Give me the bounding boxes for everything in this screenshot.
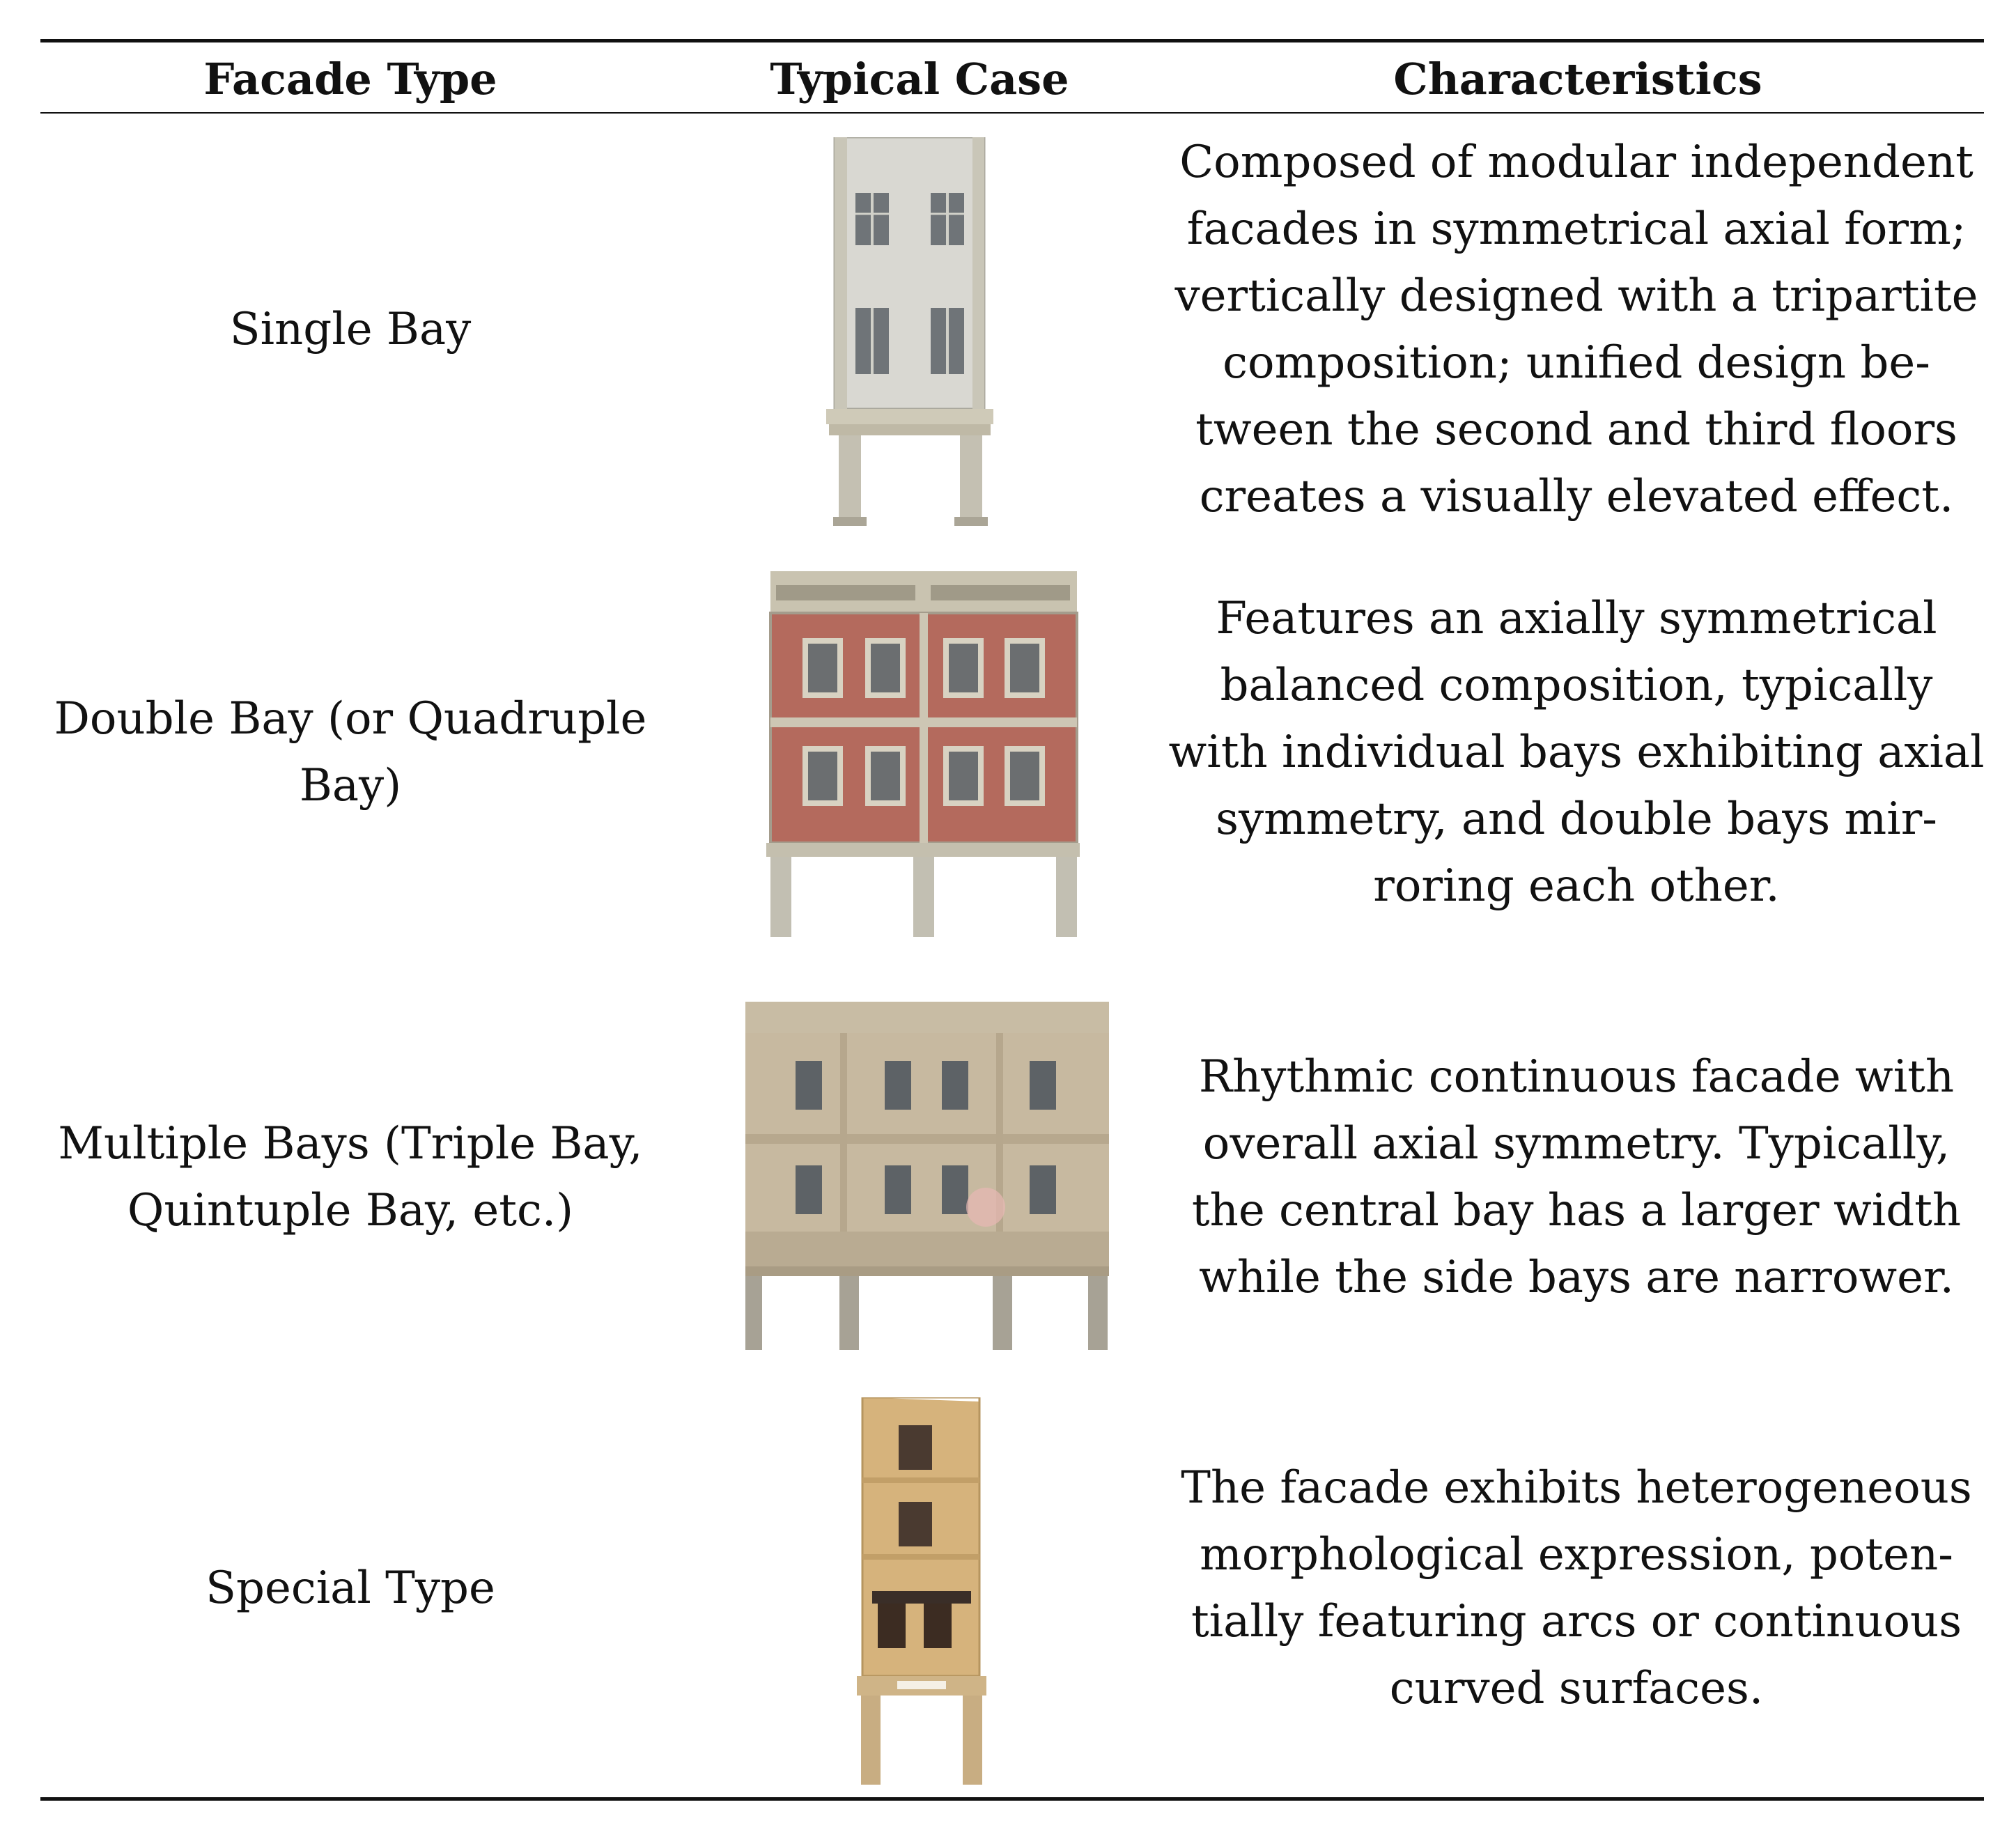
header-facade-type: Facade Type	[203, 54, 497, 104]
multiple-bays-facade-photo	[745, 1002, 1109, 1350]
characteristics-line: Rhythmic continuous facade with	[1198, 1051, 1955, 1103]
facade-type-line: Bay)	[299, 760, 402, 812]
table-row-single-bay: Single Bay Composed of	[40, 129, 1984, 529]
facade-type-cell: Double Bay (or Quadruple Bay)	[40, 557, 660, 947]
characteristics-line: while the side bays are narrower.	[1199, 1252, 1954, 1303]
characteristics-cell: The facade exhibits heterogeneous morpho…	[1169, 1386, 1984, 1790]
facade-type-line: Double Bay (or Quadruple	[54, 693, 647, 745]
characteristics-line: overall axial symmetry. Typically,	[1202, 1118, 1951, 1170]
double-bay-facade-photo	[763, 571, 1083, 940]
characteristics-line: creates a visually elevated effect.	[1199, 470, 1954, 522]
characteristics-line: The facade exhibits heterogeneous	[1181, 1462, 1972, 1514]
facade-type-cell: Single Bay	[40, 129, 660, 529]
characteristics-line: tially featuring arcs or continuous	[1191, 1596, 1962, 1647]
characteristics-line: Composed of modular independent	[1179, 136, 1974, 188]
characteristics-line: roring each other.	[1373, 860, 1780, 912]
characteristics-line: composition; unified design be-	[1223, 336, 1930, 389]
characteristics-line: with individual bays exhibiting axial	[1168, 727, 1985, 778]
facade-type-cell: Multiple Bays (Triple Bay, Quintuple Bay…	[40, 989, 660, 1365]
characteristics-line: tween the second and third floors	[1195, 403, 1957, 456]
facade-type-cell: Special Type	[40, 1386, 660, 1790]
characteristics-line: facades in symmetrical axial form;	[1186, 203, 1967, 255]
facade-type-line: Single Bay	[229, 303, 472, 355]
single-bay-facade-photo	[826, 137, 993, 526]
facade-type-line: Quintuple Bay, etc.)	[127, 1185, 574, 1236]
characteristics-line: balanced composition, typically	[1220, 660, 1933, 711]
characteristics-line: vertically designed with a tripartite	[1174, 270, 1978, 322]
special-type-facade-photo	[857, 1397, 986, 1785]
characteristics-line: curved surfaces.	[1389, 1663, 1764, 1714]
header-characteristics: Characteristics	[1393, 54, 1762, 104]
facade-type-line: Multiple Bays (Triple Bay,	[58, 1118, 643, 1170]
table-header-rule	[40, 112, 1984, 114]
characteristics-line: morphological expression, poten-	[1200, 1529, 1953, 1581]
table-row-multiple-bays: Multiple Bays (Triple Bay, Quintuple Bay…	[40, 989, 1984, 1365]
header-typical-case: Typical Case	[770, 54, 1069, 104]
table-row-double-bay: Double Bay (or Quadruple Bay)	[40, 557, 1985, 947]
characteristics-line: symmetry, and double bays mir-	[1216, 793, 1937, 845]
table-row-special-type: Special Type The facade exhibits heterog…	[40, 1386, 1984, 1790]
characteristics-cell: Rhythmic continuous facade with overall …	[1169, 989, 1984, 1365]
characteristics-cell: Features an axially symmetrical balanced…	[1168, 557, 1985, 947]
table-top-rule	[40, 39, 1984, 42]
characteristics-line: Features an axially symmetrical	[1216, 593, 1937, 644]
characteristics-line: the central bay has a larger width	[1191, 1185, 1962, 1236]
characteristics-cell: Composed of modular independent facades …	[1169, 129, 1984, 529]
table-bottom-rule	[40, 1797, 1984, 1801]
facade-type-line: Special Type	[206, 1562, 495, 1614]
